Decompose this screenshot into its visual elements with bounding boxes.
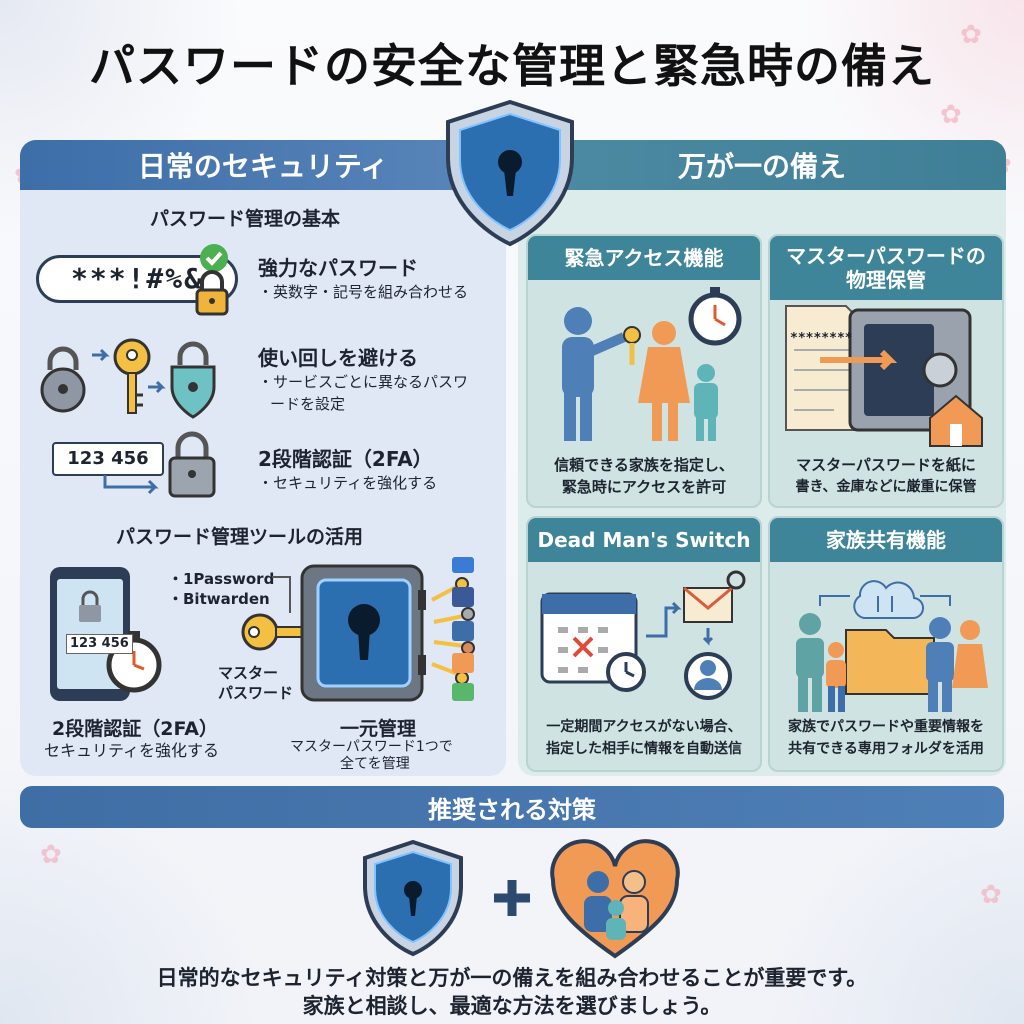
dead-mans-switch-title: Dead Man's Switch bbox=[528, 518, 760, 562]
password-sample: ***!#%& bbox=[36, 255, 238, 303]
family-folder-icon bbox=[796, 580, 988, 712]
service-icons bbox=[452, 557, 474, 701]
tools-title: パスワード管理ツールの活用 bbox=[116, 526, 364, 548]
blossom-decoration: ✿ bbox=[40, 840, 62, 870]
footer-line-2: 家族と相談し、最適な方法を選びましょう。 bbox=[302, 994, 722, 1018]
basics-title: パスワード管理の基本 bbox=[150, 208, 341, 230]
tool-bitwarden: ・Bitwarden bbox=[168, 590, 270, 608]
twofa2-title: 2段階認証（2FA） bbox=[52, 718, 218, 740]
bracket-line bbox=[272, 576, 291, 613]
check-lock-icon bbox=[195, 244, 229, 316]
twofa-title: 2段階認証（2FA） bbox=[258, 447, 433, 471]
master-password-label-1: マスター bbox=[218, 664, 279, 682]
blossom-decoration: ✿ bbox=[960, 20, 982, 50]
family-sharing-line-1: 家族でパスワードや重要情報を bbox=[788, 719, 984, 735]
avoid-reuse-title: 使い回しを避ける bbox=[258, 346, 418, 370]
paper-safe-house-icon bbox=[785, 305, 983, 447]
shield-lock-icon bbox=[363, 839, 463, 957]
central-desc-1: マスターパスワード1つで bbox=[290, 739, 453, 755]
physical-storage-title-2: 物理保管 bbox=[846, 268, 926, 292]
central-title: 一元管理 bbox=[340, 718, 417, 740]
family-sharing-title: 家族共有機能 bbox=[770, 518, 1002, 562]
emergency-access-title: 緊急アクセス機能 bbox=[528, 236, 760, 280]
emergency-access-line-2: 緊急時にアクセスを許可 bbox=[561, 478, 727, 496]
central-desc-2: 全てを管理 bbox=[340, 756, 410, 772]
shield-lock-icon bbox=[446, 99, 574, 247]
master-password-label-2: パスワード bbox=[218, 684, 294, 702]
strong-password-desc: ・英数字・記号を組み合わせる bbox=[258, 283, 469, 301]
strong-password-title: 強力なパスワード bbox=[258, 256, 418, 280]
physical-storage-title: マスターパスワードの 物理保管 bbox=[770, 236, 1002, 300]
blossom-decoration: ✿ bbox=[980, 880, 1002, 910]
arrow-lock-icon bbox=[103, 431, 216, 498]
dead-mans-switch-line-2: 指定した相手に情報を自動送信 bbox=[546, 741, 742, 757]
tool-1password: ・1Password bbox=[168, 570, 275, 588]
family-heart-icon bbox=[550, 839, 680, 959]
twofa-desc: ・セキュリティを強化する bbox=[258, 474, 438, 492]
emergency-access-line-1: 信頼できる家族を指定し、 bbox=[554, 456, 734, 474]
avoid-reuse-desc-1: ・サービスごとに異なるパスワ bbox=[258, 373, 469, 391]
twofa2-desc: セキュリティを強化する bbox=[44, 741, 220, 760]
emergency-header: 万が一の備え bbox=[518, 140, 1006, 190]
avoid-reuse-desc-2: ードを設定 bbox=[270, 395, 346, 413]
physical-storage-title-1: マスターパスワードの bbox=[786, 244, 986, 268]
recommend-bar: 推奨される対策 bbox=[20, 786, 1004, 828]
blossom-decoration: ✿ bbox=[940, 100, 962, 130]
physical-storage-line-1: マスターパスワードを紙に bbox=[796, 456, 976, 474]
code-sample: 123 456 bbox=[52, 442, 164, 476]
plus-icon bbox=[494, 880, 530, 916]
lock-to-key-icon bbox=[40, 338, 216, 419]
dead-mans-switch-line-1: 一定期間アクセスがない場合、 bbox=[546, 719, 742, 735]
footer-line-1: 日常的なセキュリティ対策と万が一の備えを組み合わせることが重要です。 bbox=[156, 966, 868, 990]
phone-code: 123 456 bbox=[66, 634, 133, 654]
family-key-timer-icon bbox=[562, 287, 742, 441]
page-title: パスワードの安全な管理と緊急時の備え bbox=[89, 39, 935, 93]
calendar-mail-icon bbox=[540, 570, 746, 700]
daily-security-header: 日常のセキュリティ bbox=[20, 140, 506, 190]
family-sharing-line-2: 共有できる専用フォルダを活用 bbox=[788, 741, 984, 757]
paper-password: ******** bbox=[790, 331, 853, 346]
vault-icon bbox=[300, 564, 475, 702]
physical-storage-line-2: 書き、金庫などに厳重に保管 bbox=[795, 479, 977, 495]
